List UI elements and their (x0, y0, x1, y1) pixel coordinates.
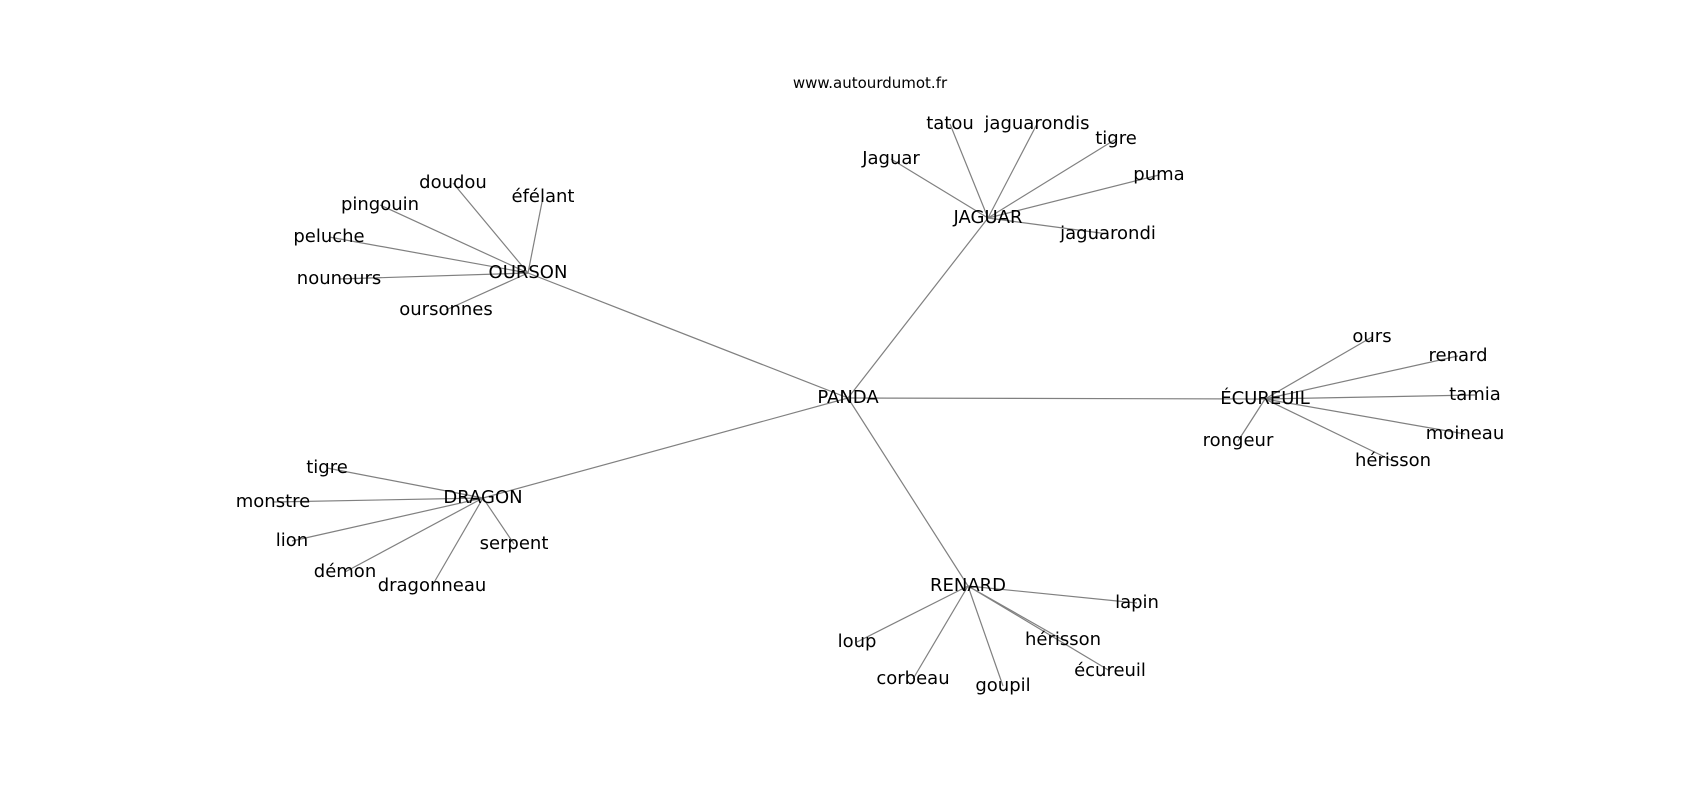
edge-hub-to-leaf (890, 158, 989, 219)
leaf-node-label: corbeau (876, 668, 949, 689)
leaf-node-label: démon (314, 561, 376, 582)
edge-hub-to-leaf (379, 204, 529, 274)
hub-node-label: ÉCUREUIL (1220, 387, 1310, 409)
edge-hub-to-leaf (1264, 398, 1466, 435)
leaf-node-label: jaguarondi (1059, 223, 1156, 244)
leaf-node-label: doudou (419, 172, 487, 193)
edge-hub-to-leaf (967, 585, 1111, 672)
leaf-node-label: serpent (480, 533, 549, 554)
hub-node-label: RENARD (930, 575, 1006, 596)
edge-hub-to-leaf (1237, 398, 1266, 442)
leaf-node-label: puma (1133, 164, 1184, 185)
leaf-node-label: tigre (306, 457, 348, 478)
edge-hub-to-leaf (987, 138, 1117, 219)
edge-hub-to-leaf (912, 585, 969, 680)
edge-hub-to-leaf (452, 182, 529, 274)
edge-hub-to-leaf (987, 217, 1109, 235)
edge-hub-to-leaf (431, 497, 484, 587)
leaf-node-label: pingouin (341, 194, 419, 215)
leaf-node-label: jaguarondis (983, 113, 1089, 134)
leaf-node-label: peluche (293, 226, 364, 247)
leaf-node-label: ours (1352, 326, 1391, 347)
hub-node-label: DRAGON (443, 487, 522, 508)
edge-hub-to-leaf (987, 174, 1160, 219)
edge-hub-to-leaf (527, 196, 544, 274)
leaf-node-label: éfélant (512, 186, 575, 207)
leaf-node-label: écureuil (1074, 660, 1146, 681)
leaf-node-label: hérisson (1355, 450, 1431, 471)
edge-hub-to-leaf (949, 123, 989, 219)
edge-hub-to-leaf (328, 236, 529, 274)
edge-hub-to-leaf (967, 585, 1004, 687)
leaf-node-label: nounours (297, 268, 381, 289)
edge-center-to-hub (482, 397, 849, 499)
edge-hub-to-leaf (291, 497, 484, 542)
edge-hub-to-leaf (967, 585, 1138, 604)
edge-hub-to-leaf (1264, 336, 1373, 400)
leaf-node-label: renard (1428, 345, 1487, 366)
leaf-node-label: dragonneau (378, 575, 487, 596)
leaf-node-label: oursonnes (399, 299, 492, 320)
leaf-node-label: tamia (1449, 384, 1501, 405)
edge-hub-to-leaf (272, 497, 484, 503)
edge-hub-to-leaf (1264, 355, 1459, 400)
edge-hub-to-leaf (1264, 398, 1394, 462)
leaf-node-label: lapin (1115, 592, 1159, 613)
center-node-label: PANDA (817, 387, 879, 408)
leaf-node-label: hérisson (1025, 629, 1101, 650)
edge-hub-to-leaf (344, 497, 484, 573)
graph-labels: www.autourdumot.fr PANDA OURSON doudou éfél… (236, 74, 1504, 696)
leaf-node-label: rongeur (1203, 430, 1274, 451)
graph-edges (272, 123, 1476, 687)
edge-center-to-hub (847, 217, 989, 399)
edge-hub-to-leaf (1264, 394, 1476, 400)
leaf-node-label: lion (276, 530, 308, 551)
leaf-node-label: loup (838, 631, 877, 652)
edge-hub-to-leaf (482, 497, 515, 545)
leaf-node-label: monstre (236, 491, 310, 512)
edge-hub-to-leaf (987, 123, 1038, 219)
edge-hub-to-leaf (326, 467, 484, 499)
leaf-node-label: moineau (1426, 423, 1504, 444)
edge-center-to-hub (527, 272, 849, 399)
hub-node-label: OURSON (489, 262, 568, 283)
edge-hub-to-leaf (338, 272, 529, 280)
leaf-node-label: Jaguar (861, 148, 920, 169)
hub-node-label: JAGUAR (953, 207, 1023, 228)
edge-hub-to-leaf (445, 272, 529, 311)
edge-center-to-hub (847, 397, 969, 587)
leaf-node-label: tatou (926, 113, 974, 134)
site-watermark: www.autourdumot.fr (793, 74, 948, 92)
leaf-node-label: goupil (975, 675, 1030, 696)
edge-hub-to-leaf (856, 585, 969, 643)
leaf-node-label: tigre (1095, 128, 1137, 149)
edge-center-to-hub (847, 397, 1266, 400)
